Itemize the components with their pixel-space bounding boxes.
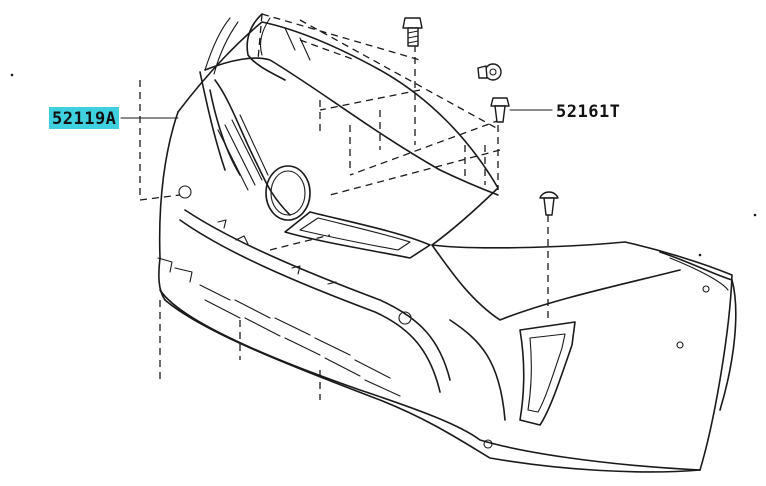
scan-dot	[753, 213, 757, 217]
upper-retainer-illustration	[204, 13, 311, 81]
scan-dot	[10, 73, 14, 77]
bolt-fastener-icon	[402, 17, 423, 47]
callout-clip: 52161T	[509, 102, 620, 122]
push-clip-icon	[490, 97, 510, 123]
pin-clip-icon	[539, 191, 559, 216]
callout-highlight	[49, 107, 119, 129]
part-number-label: 52119A	[52, 109, 116, 129]
part-number-label: 52161T	[556, 102, 620, 122]
screw-grommet-icon	[477, 63, 502, 81]
bumper-cover-illustration	[157, 21, 737, 473]
callout-bumper-cover: 52119A	[49, 107, 179, 129]
scan-dot	[698, 253, 702, 257]
mounting-guide-lines	[139, 13, 549, 400]
